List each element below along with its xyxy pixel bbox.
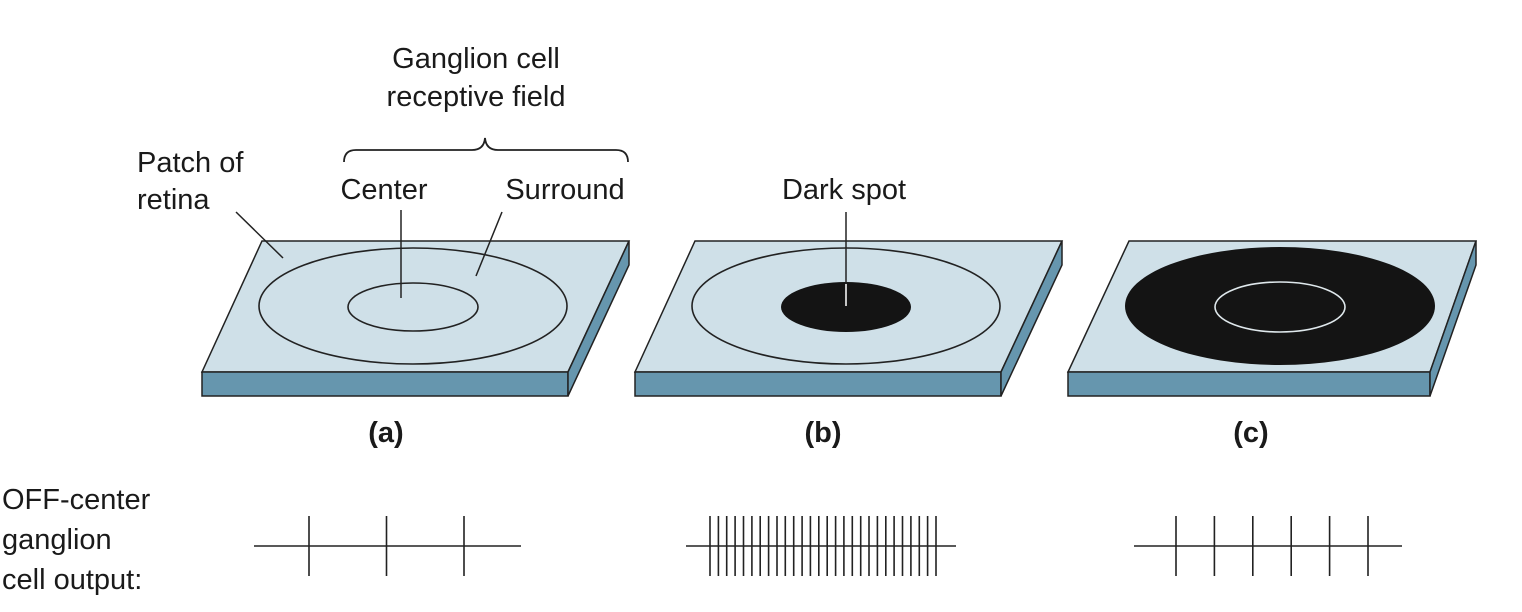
patch-label-line2: retina: [137, 184, 210, 216]
retina-patch-c: [1066, 240, 1478, 397]
panel-a-label: (a): [368, 417, 403, 449]
dark-spot-center-b: [781, 282, 911, 332]
spike-train-c: [1134, 516, 1402, 576]
center-label: Center: [340, 174, 427, 206]
panel-c-label: (c): [1233, 417, 1268, 449]
surround-ring-a: [258, 247, 568, 365]
panel-b-label: (b): [804, 417, 841, 449]
retina-top-a: [200, 240, 631, 373]
patch-leader-line: [235, 211, 284, 259]
spike-train-a: [254, 516, 521, 576]
retina-front-a: [201, 371, 569, 397]
retina-side-a: [567, 240, 630, 397]
dark-spot-label: Dark spot: [782, 174, 906, 206]
retina-patch-a: [200, 240, 631, 397]
center-ring-a: [347, 282, 479, 332]
receptive-field-brace: [343, 137, 629, 163]
retina-side-c: [1429, 240, 1477, 397]
output-label-line1: OFF-center: [2, 484, 151, 516]
output-label-line2: ganglion: [2, 524, 112, 556]
receptive-field-title-line2: receptive field: [387, 81, 566, 113]
retina-patch-b: [633, 212, 1064, 397]
patch-label-line1: Patch of: [137, 147, 244, 179]
output-label-line3: cell output:: [2, 564, 142, 596]
retina-side-b: [1000, 240, 1063, 397]
light-center-ring-c: [1214, 281, 1346, 333]
retina-front-c: [1067, 371, 1431, 397]
retina-front-b: [634, 371, 1002, 397]
spike-train-b: [686, 516, 956, 576]
receptive-field-title-line1: Ganglion cell: [392, 43, 560, 75]
surround-leader-line: [475, 211, 503, 277]
surround-label: Surround: [505, 174, 624, 206]
